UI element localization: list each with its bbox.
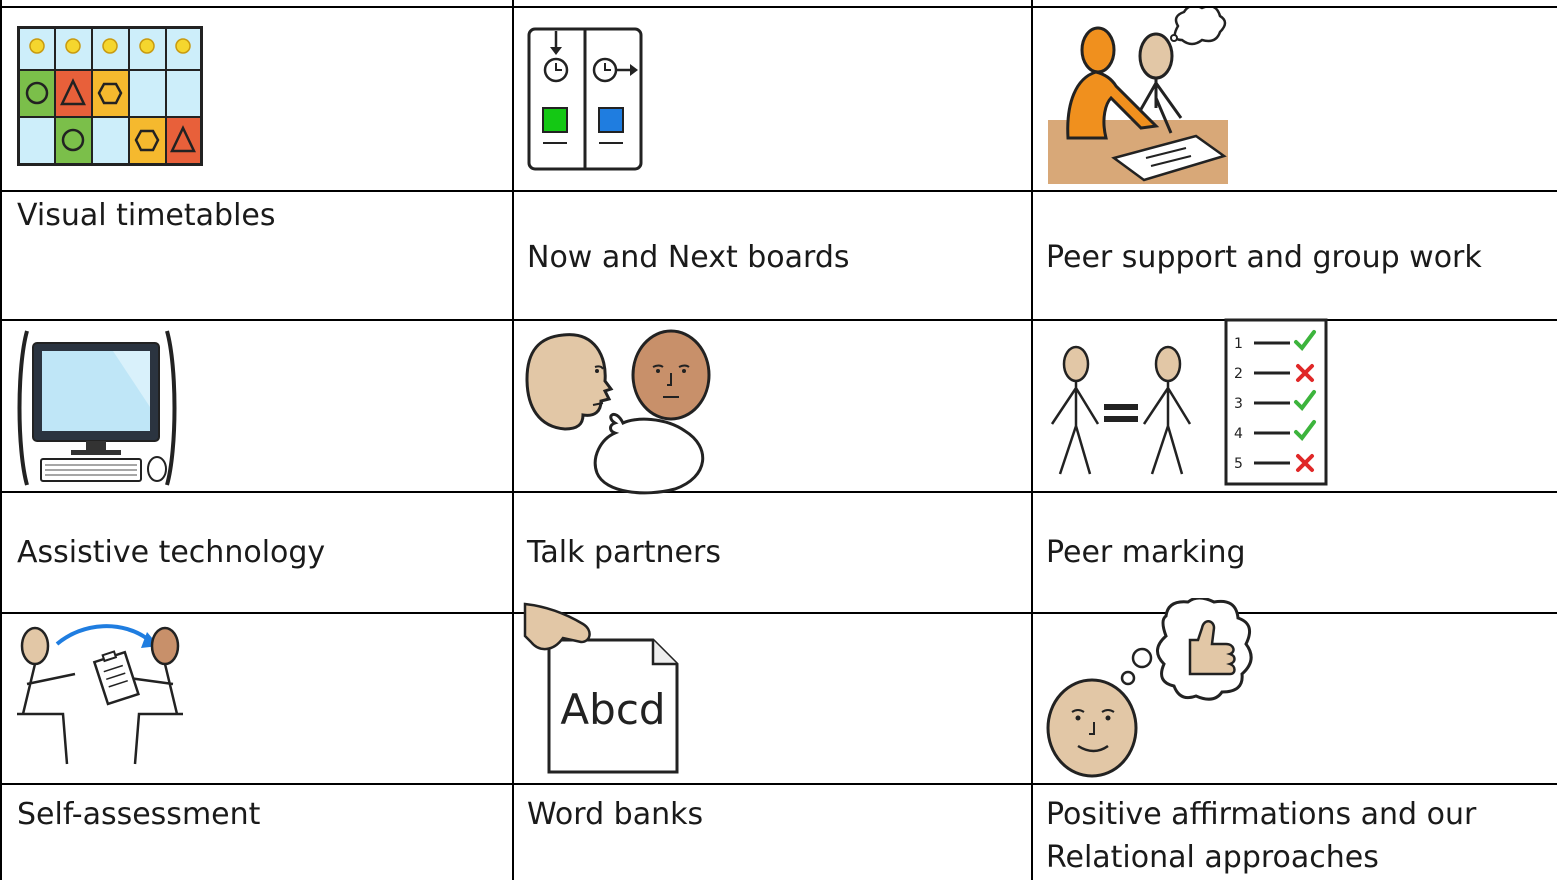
checklist-number-5: 5 <box>1234 456 1243 472</box>
table-row-divider <box>0 783 1557 785</box>
table-border-left <box>0 0 2 880</box>
cell-label-peer-marking: Peer marking <box>1046 535 1246 570</box>
self-assessment-icon <box>17 624 183 765</box>
table-row-divider <box>0 319 1557 321</box>
cell-label-now-next-boards: Now and Next boards <box>527 240 850 275</box>
positive-affirmation-icon <box>1046 598 1253 778</box>
visual-timetable-icon <box>17 26 203 166</box>
talk-partners-icon <box>525 329 711 495</box>
table-row-divider <box>0 491 1557 493</box>
computer-icon <box>17 330 177 486</box>
table-column-divider <box>1031 0 1033 880</box>
cell-label-word-banks: Word banks <box>527 797 704 832</box>
cell-label-visual-timetables: Visual timetables <box>17 198 276 233</box>
cell-label-assistive-technology: Assistive technology <box>17 535 326 570</box>
cell-label-talk-partners: Talk partners <box>527 535 721 570</box>
peer-marking-icon: 1 2 3 4 5 <box>1050 318 1328 486</box>
checklist-number-2: 2 <box>1234 366 1243 382</box>
word-bank-icon: Abcd <box>523 602 679 774</box>
table-row-divider <box>0 612 1557 614</box>
peer-support-icon <box>1048 8 1228 184</box>
now-next-board-icon <box>527 27 643 171</box>
cell-label-peer-support: Peer support and group work <box>1046 240 1482 275</box>
cell-label-positive-affirmations: Positive affirmations and our <box>1046 797 1477 832</box>
cell-label-positive-affirmations-line2: Relational approaches <box>1046 840 1379 875</box>
table-row-divider <box>0 190 1557 192</box>
table-border-top <box>0 6 1557 8</box>
cell-label-self-assessment: Self-assessment <box>17 797 261 832</box>
word-bank-card-text: Abcd <box>560 685 665 734</box>
checklist-number-1: 1 <box>1234 336 1243 352</box>
table-column-divider <box>512 0 514 880</box>
checklist-number-4: 4 <box>1234 426 1243 442</box>
checklist-number-3: 3 <box>1234 396 1243 412</box>
